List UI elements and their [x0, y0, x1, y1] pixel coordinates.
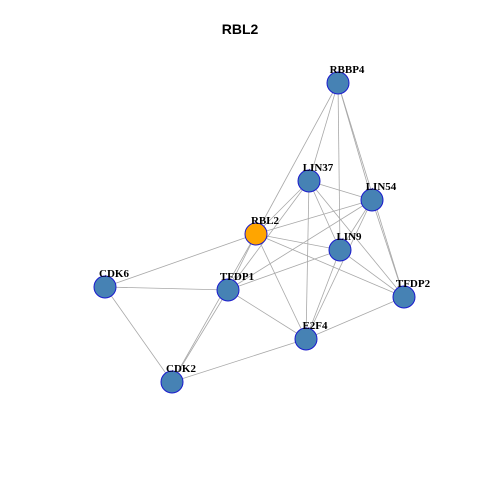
edge-lin9-e2f4 — [305, 249, 341, 340]
node-lin54 — [360, 188, 384, 212]
edge-rbl2-tfdp2 — [255, 233, 405, 298]
edge-rbl2-lin9 — [255, 233, 341, 251]
edge-rbbp4-lin9 — [337, 82, 341, 251]
node-label-lin9: LIN9 — [336, 231, 362, 243]
edge-lin37-tfdp2 — [308, 180, 405, 298]
node-label-rbl2: RBL2 — [251, 215, 280, 227]
edge-lin54-rbl2 — [255, 199, 373, 235]
edge-lin9-tfdp2 — [339, 249, 405, 298]
node-label-tfdp1: TFDP1 — [220, 271, 254, 283]
edge-lin37-tfdp1 — [227, 180, 310, 291]
node-label-e2f4: E2F4 — [302, 320, 328, 332]
edge-cdk6-cdk2 — [104, 286, 173, 383]
node-lin9 — [328, 238, 352, 262]
node-label-tfdp2: TFDP2 — [396, 278, 431, 290]
node-rbbp4 — [326, 71, 350, 95]
node-tfdp2 — [392, 285, 416, 309]
edge-lin54-tfdp1 — [227, 199, 373, 291]
edge-lin37-lin9 — [308, 180, 341, 251]
edge-rbl2-cdk2 — [171, 233, 257, 383]
edge-tfdp1-cdk2 — [171, 289, 229, 383]
edge-e2f4-cdk2 — [171, 338, 307, 383]
node-layer — [93, 71, 416, 394]
edge-lin9-tfdp1 — [227, 249, 341, 291]
edge-lin37-e2f4 — [305, 180, 310, 340]
node-label-rbbp4: RBBP4 — [330, 64, 365, 76]
edge-cdk6-tfdp1 — [104, 286, 229, 291]
edge-lin54-tfdp2 — [371, 199, 405, 298]
node-label-cdk6: CDK6 — [99, 268, 129, 280]
edge-rbl2-cdk6 — [104, 233, 257, 288]
node-cdk6 — [93, 275, 117, 299]
edge-rbbp4-lin37 — [308, 82, 339, 182]
node-lin37 — [297, 169, 321, 193]
edge-rbbp4-rbl2 — [255, 82, 339, 235]
edge-rbl2-e2f4 — [255, 233, 307, 340]
node-e2f4 — [294, 327, 318, 351]
node-cdk2 — [160, 370, 184, 394]
edge-tfdp1-e2f4 — [227, 289, 307, 340]
node-label-lin54: LIN54 — [366, 181, 397, 193]
node-label-lin37: LIN37 — [303, 162, 334, 174]
node-tfdp1 — [216, 278, 240, 302]
edge-lin37-rbl2 — [255, 180, 310, 235]
graph-title: RBL2 — [221, 21, 259, 37]
edge-layer — [104, 82, 405, 383]
node-label-cdk2: CDK2 — [166, 363, 196, 375]
node-rbl2 — [244, 222, 268, 246]
edge-e2f4-tfdp2 — [305, 296, 405, 340]
